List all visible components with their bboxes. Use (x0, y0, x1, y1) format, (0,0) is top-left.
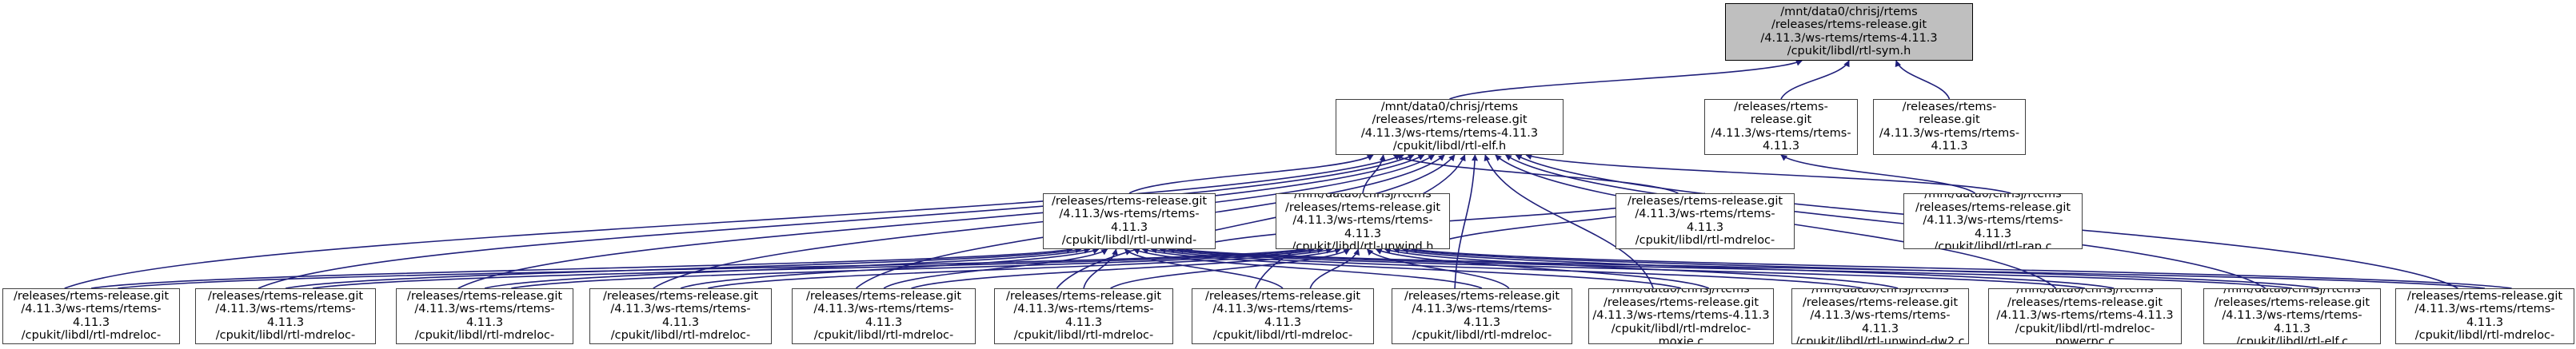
graph-edge-rtl-mdreloc-mips-c-to-rtl-unwind-h (1110, 248, 1351, 289)
graph-node-rtl-sym-c[interactable]: /mnt/data0/chrisj/rtems /releases/rtems-… (1873, 99, 2026, 155)
graph-edge-rtl-mdreloc-lm32-c-to-rtl-unwind-h (312, 247, 1316, 289)
graph-node-label: /mnt/data0/chrisj/rtems /releases/rtems-… (1051, 194, 1208, 249)
graph-edge-rtl-mdreloc-mips-c-to-rtl-unwind-dw2-h (1083, 248, 1118, 289)
graph-edge-rtl-mdreloc-powerpc-c-to-rtl-unwind-h (1392, 247, 2115, 289)
graph-node-rtl-mdreloc-bfin-c[interactable]: /mnt/data0/chrisj/rtems /releases/rtems-… (396, 288, 573, 344)
graph-node-rtl-rap-c[interactable]: /mnt/data0/chrisj/rtems /releases/rtems-… (1903, 193, 2083, 249)
graph-node-rtl-elf-h[interactable]: /mnt/data0/chrisj/rtems /releases/rtems-… (1336, 99, 1564, 155)
graph-edge-rtl-mdreloc-v850-c-to-rtl-unwind-dw2-h (1132, 248, 1483, 289)
graph-node-rtl-mdreloc-mips-c[interactable]: /mnt/data0/chrisj/rtems /releases/rtems-… (994, 288, 1173, 344)
graph-edge-rtl-unwind-dw2-c-to-rtl-unwind-dw2-h (1150, 247, 1863, 289)
graph-node-label: /mnt/data0/chrisj/rtems /releases/rtems-… (1204, 289, 1361, 344)
graph-node-rtl-elf-c[interactable]: /mnt/data0/chrisj/rtems /releases/rtems-… (2203, 288, 2381, 344)
graph-edge-rtl-mdreloc-i386-c-to-rtl-unwind-dw2-h (90, 247, 1073, 289)
graph-edge-rtl-unwind-dw2-h-to-rtl-elf-h (1128, 154, 1374, 194)
graph-edge-rtl-mdreloc-lm32-c-to-rtl-unwind-dw2-h (285, 247, 1082, 289)
graph-node-rtl-mdreloc-arm-c[interactable]: /mnt/data0/chrisj/rtems /releases/rtems-… (2395, 288, 2574, 344)
graph-edge-rtl-mdreloc-moxie-c-to-rtl-unwind-dw2-h (1141, 248, 1682, 289)
graph-edge-rtl-rap-h-to-rtl-sym-h (1780, 60, 1850, 100)
graph-edge-rtl-mdreloc-h8300-c-to-rtl-unwind-h (911, 248, 1342, 289)
graph-node-rtl-unwind-h[interactable]: /mnt/data0/chrisj/rtems /releases/rtems-… (1276, 193, 1450, 249)
graph-node-label: /mnt/data0/chrisj/rtems /releases/rtems-… (1627, 194, 1783, 249)
graph-edge-rtl-mdreloc-bfin-c-to-rtl-unwind-dw2-h (484, 247, 1091, 289)
graph-node-rtl-unwind-dw2-h[interactable]: /mnt/data0/chrisj/rtems /releases/rtems-… (1043, 193, 1216, 249)
graph-node-label: /mnt/data0/chrisj/rtems /releases/rtems-… (1711, 100, 1851, 155)
graph-node-label: /mnt/data0/chrisj/rtems /releases/rtems-… (1760, 5, 1938, 58)
graph-node-label: /mnt/data0/chrisj/rtems /releases/rtems-… (1005, 289, 1162, 344)
graph-node-label: /mnt/data0/chrisj/rtems /releases/rtems-… (1360, 100, 1539, 153)
graph-node-rtl-rap-h[interactable]: /mnt/data0/chrisj/rtems /releases/rtems-… (1704, 99, 1858, 155)
graph-node-label: /mnt/data0/chrisj/rtems /releases/rtems-… (1996, 288, 2174, 344)
graph-edge-rtl-mdreloc-sparc-c-to-rtl-unwind-dw2-h (1124, 248, 1284, 289)
graph-edge-rtl-mdreloc-lm32-c-to-rtl-elf-h (258, 154, 1415, 289)
graph-node-rtl-mdreloc-sparc-c[interactable]: /mnt/data0/chrisj/rtems /releases/rtems-… (1192, 288, 1374, 344)
graph-edge-rtl-unwind-h-to-rtl-elf-h (1362, 154, 1386, 194)
graph-edge-rtl-mdreloc-m68k-c-to-rtl-unwind-dw2-h (680, 248, 1100, 289)
graph-node-rtl-unwind-dw2-c[interactable]: /mnt/data0/chrisj/rtems /releases/rtems-… (1791, 288, 1969, 344)
graph-node-rtl-mdreloc-v850-c[interactable]: /mnt/data0/chrisj/rtems /releases/rtems-… (1392, 288, 1572, 344)
graph-edge-rtl-mdreloc-m68k-c-to-rtl-unwind-h (708, 247, 1333, 289)
graph-edge-rtl-mdreloc-sparc-c-to-rtl-unwind-h (1309, 248, 1360, 289)
graph-edge-rtl-mdreloc-powerpc-c-to-rtl-unwind-dw2-h (1159, 247, 2086, 289)
graph-edge-rtl-unwind-dw2-c-to-rtl-unwind-h (1384, 248, 1899, 289)
graph-node-label: /mnt/data0/chrisj/rtems /releases/rtems-… (1879, 100, 2020, 155)
graph-edge-rtl-rap-c-to-rtl-elf-h (1525, 153, 2011, 194)
graph-node-label: /mnt/data0/chrisj/rtems /releases/rtems-… (1592, 288, 1770, 344)
graph-node-label: /mnt/data0/chrisj/rtems /releases/rtems-… (1284, 193, 1441, 249)
graph-node-label: /mnt/data0/chrisj/rtems /releases/rtems-… (1404, 289, 1560, 344)
graph-edge-rtl-mdreloc-v850-c-to-rtl-unwind-h (1366, 248, 1510, 289)
graph-node-rtl-mdreloc-m32r-c[interactable]: /mnt/data0/chrisj/rtems /releases/rtems-… (1615, 193, 1795, 249)
graph-edge-rtl-elf-c-to-rtl-unwind-dw2-h (1168, 246, 2293, 289)
graph-edge-rtl-mdreloc-arm-c-to-rtl-unwind-dw2-h (1176, 246, 2486, 289)
graph-node-rtl-mdreloc-i386-c[interactable]: /mnt/data0/chrisj/rtems /releases/rtems-… (2, 288, 180, 344)
graph-edge-rtl-mdreloc-i386-c-to-rtl-unwind-h (118, 246, 1307, 289)
graph-node-label: /mnt/data0/chrisj/rtems /releases/rtems-… (406, 289, 563, 344)
graph-edge-rtl-mdreloc-arm-c-to-rtl-unwind-h (1410, 246, 2512, 289)
graph-edge-rtl-elf-h-to-rtl-sym-h (1449, 60, 1803, 100)
graph-edge-rtl-elf-c-to-rtl-unwind-h (1401, 247, 2319, 289)
graph-node-label: /mnt/data0/chrisj/rtems /releases/rtems-… (13, 289, 170, 344)
graph-node-rtl-mdreloc-m68k-c[interactable]: /mnt/data0/chrisj/rtems /releases/rtems-… (589, 288, 772, 344)
graph-edge-rtl-rap-c-to-rtl-rap-h (1780, 154, 1976, 194)
graph-node-label: /mnt/data0/chrisj/rtems /releases/rtems-… (1795, 288, 1965, 344)
graph-edge-rtl-mdreloc-v850-c-to-rtl-elf-h (1454, 154, 1479, 289)
graph-edge-rtl-mdreloc-bfin-c-to-rtl-unwind-h (511, 247, 1324, 289)
graph-node-label: /mnt/data0/chrisj/rtems /releases/rtems-… (2214, 288, 2370, 344)
graph-edge-rtl-mdreloc-moxie-c-to-rtl-unwind-h (1375, 248, 1710, 289)
graph-node-rtl-mdreloc-moxie-c[interactable]: /mnt/data0/chrisj/rtems /releases/rtems-… (1588, 288, 1774, 344)
graph-node-label: /mnt/data0/chrisj/rtems /releases/rtems-… (207, 289, 364, 344)
graph-node-rtl-mdreloc-powerpc-c[interactable]: /mnt/data0/chrisj/rtems /releases/rtems-… (1988, 288, 2182, 344)
graph-edge-rtl-sym-c-to-rtl-sym-h (1895, 60, 1951, 100)
graph-node-rtl-mdreloc-h8300-c[interactable]: /mnt/data0/chrisj/rtems /releases/rtems-… (792, 288, 976, 344)
graph-edge-rtl-mdreloc-h8300-c-to-rtl-unwind-dw2-h (883, 248, 1108, 289)
graph-node-label: /mnt/data0/chrisj/rtems /releases/rtems-… (805, 289, 962, 344)
graph-edge-rtl-mdreloc-m32r-c-to-rtl-elf-h (1392, 154, 1679, 194)
graph-node-label: /mnt/data0/chrisj/rtems /releases/rtems-… (602, 289, 759, 344)
graph-node-label: /mnt/data0/chrisj/rtems /releases/rtems-… (2406, 289, 2563, 344)
graph-node-rtl-mdreloc-lm32-c[interactable]: /mnt/data0/chrisj/rtems /releases/rtems-… (195, 288, 376, 344)
graph-node-label: /mnt/data0/chrisj/rtems /releases/rtems-… (1915, 193, 2071, 249)
graph-node-rtl-sym-h[interactable]: /mnt/data0/chrisj/rtems /releases/rtems-… (1725, 3, 1973, 61)
